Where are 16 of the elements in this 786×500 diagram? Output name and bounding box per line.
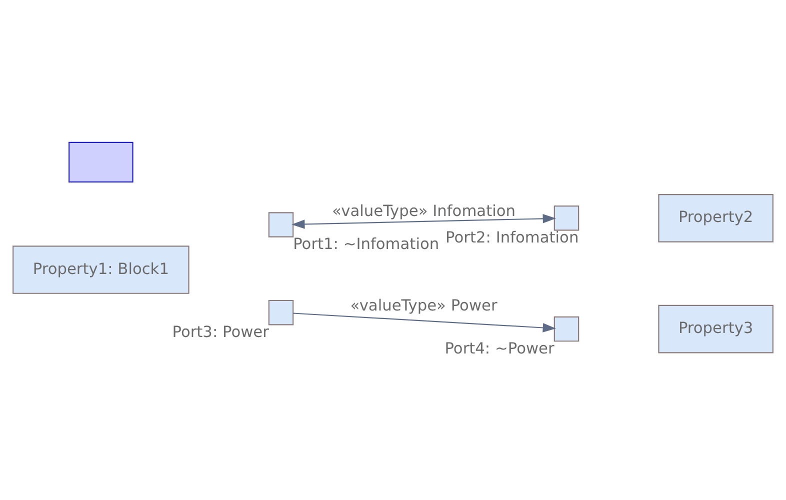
node-box: [554, 316, 580, 342]
arrow: [293, 312, 556, 332]
node-box: Property2: [658, 194, 774, 242]
edge-label: «valueType» Infomation: [332, 202, 516, 220]
node-box: Property1: Block1: [12, 246, 190, 294]
node-label: Port4: ~Power: [444, 339, 554, 358]
node-box: [68, 142, 134, 182]
node-label: Port1: ~Infomation: [293, 235, 440, 254]
node-label: Port2: Infomation: [446, 228, 579, 247]
arrow: [292, 214, 556, 229]
node-label: Port3: Power: [172, 322, 269, 341]
node-box: [554, 206, 580, 231]
edge-label: «valueType» Power: [350, 296, 498, 315]
node-box: [268, 212, 294, 238]
node-box: [268, 300, 294, 326]
node-box: Property3: [658, 304, 774, 354]
